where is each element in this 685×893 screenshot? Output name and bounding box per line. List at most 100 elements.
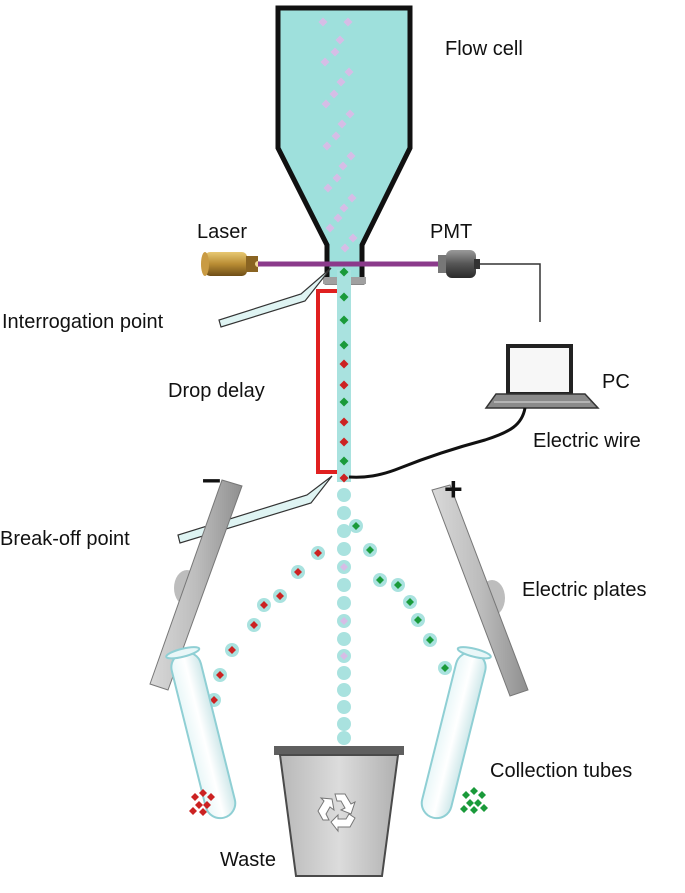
unsorted-cell (322, 141, 332, 151)
droplet (337, 596, 351, 610)
red-cell (339, 359, 349, 369)
green-cell (414, 616, 422, 624)
green-cell (462, 791, 470, 799)
pmt-label: PMT (430, 221, 472, 243)
red-cell (339, 473, 349, 483)
unsorted-cell (335, 35, 345, 45)
droplet (337, 717, 351, 731)
green-cell (460, 805, 468, 813)
drop-delay-bracket (316, 289, 337, 474)
red-cell (203, 801, 211, 809)
unsorted-cell (340, 617, 348, 625)
recycling-bin-icon (274, 746, 404, 877)
droplet (337, 666, 351, 680)
negative-electric-plate (149, 479, 243, 691)
red-cell (339, 380, 349, 390)
green-cell (406, 598, 414, 606)
fluid-stream (337, 270, 351, 482)
interrogation-pointer (218, 267, 332, 328)
red-cell (294, 568, 302, 576)
flow-cell-particles (318, 17, 358, 253)
red-cell (195, 801, 203, 809)
green-cell (478, 791, 486, 799)
unsorted-cell (333, 213, 343, 223)
unsorted-cell (337, 119, 347, 129)
red-cell (228, 646, 236, 654)
unsorted-cell (340, 652, 348, 660)
green-cell (470, 787, 478, 795)
unsorted-cell (331, 131, 341, 141)
drop-delay-label: Drop delay (168, 380, 265, 402)
green-cell (480, 804, 488, 812)
unsorted-cell (338, 161, 348, 171)
red-cell (199, 808, 207, 816)
unsorted-cell (332, 173, 342, 183)
unsorted-cell (346, 151, 356, 161)
droplet (337, 731, 351, 745)
red-cell (276, 592, 284, 600)
green-cell (470, 806, 478, 814)
unsorted-cell (347, 193, 357, 203)
unsorted-cell (336, 77, 346, 87)
pmt-cable (480, 263, 541, 322)
unsorted-cell (340, 563, 348, 571)
red-cell (314, 549, 322, 557)
red-cell (339, 417, 349, 427)
plus-sign: + (444, 471, 463, 507)
droplet (337, 542, 351, 556)
unsorted-cell (330, 47, 340, 57)
electric-wire (348, 407, 527, 479)
green-cell (441, 664, 449, 672)
unsorted-cell (320, 57, 330, 67)
flow-cell-body (275, 5, 413, 285)
green-cell (426, 636, 434, 644)
right-collection-tube (420, 646, 492, 820)
green-cell (339, 315, 349, 325)
green-cell (474, 799, 482, 807)
red-cell (210, 696, 218, 704)
green-cell (339, 397, 349, 407)
unsorted-cell (318, 17, 328, 27)
break-off-point-label: Break-off point (0, 528, 130, 550)
red-cell (260, 601, 268, 609)
unsorted-cell (340, 243, 350, 253)
laser-emitter-icon (201, 252, 261, 276)
electric-wire-label: Electric wire (533, 430, 641, 452)
interrogation-point-label: Interrogation point (2, 311, 164, 333)
unsorted-cell (339, 203, 349, 213)
red-cell (207, 793, 215, 801)
red-cell (189, 807, 197, 815)
collection-tubes-label: Collection tubes (490, 760, 632, 782)
red-cell (199, 789, 207, 797)
left-collection-tube (165, 646, 237, 820)
unsorted-cell (329, 89, 339, 99)
red-cell (339, 437, 349, 447)
unsorted-cell (344, 67, 354, 77)
electric-plates-label: Electric plates (522, 579, 647, 601)
droplet (337, 488, 351, 502)
unsorted-cell (345, 109, 355, 119)
photomultiplier-tube-icon (438, 250, 480, 278)
droplet (337, 524, 351, 538)
green-cell (339, 292, 349, 302)
green-cell (339, 267, 349, 277)
droplet (337, 683, 351, 697)
droplet-streams (204, 488, 469, 745)
red-cell (250, 621, 258, 629)
pc-label: PC (602, 371, 630, 393)
stream-particles (339, 267, 349, 483)
green-cell (339, 340, 349, 350)
collected-cells (189, 787, 488, 816)
red-cell (191, 793, 199, 801)
unsorted-cell (321, 99, 331, 109)
unsorted-cell (343, 17, 353, 27)
red-cell (216, 671, 224, 679)
droplet (337, 700, 351, 714)
green-cell (339, 456, 349, 466)
unsorted-cell (348, 233, 358, 243)
green-cell (466, 799, 474, 807)
droplet (337, 506, 351, 520)
minus-sign: – (202, 460, 221, 498)
